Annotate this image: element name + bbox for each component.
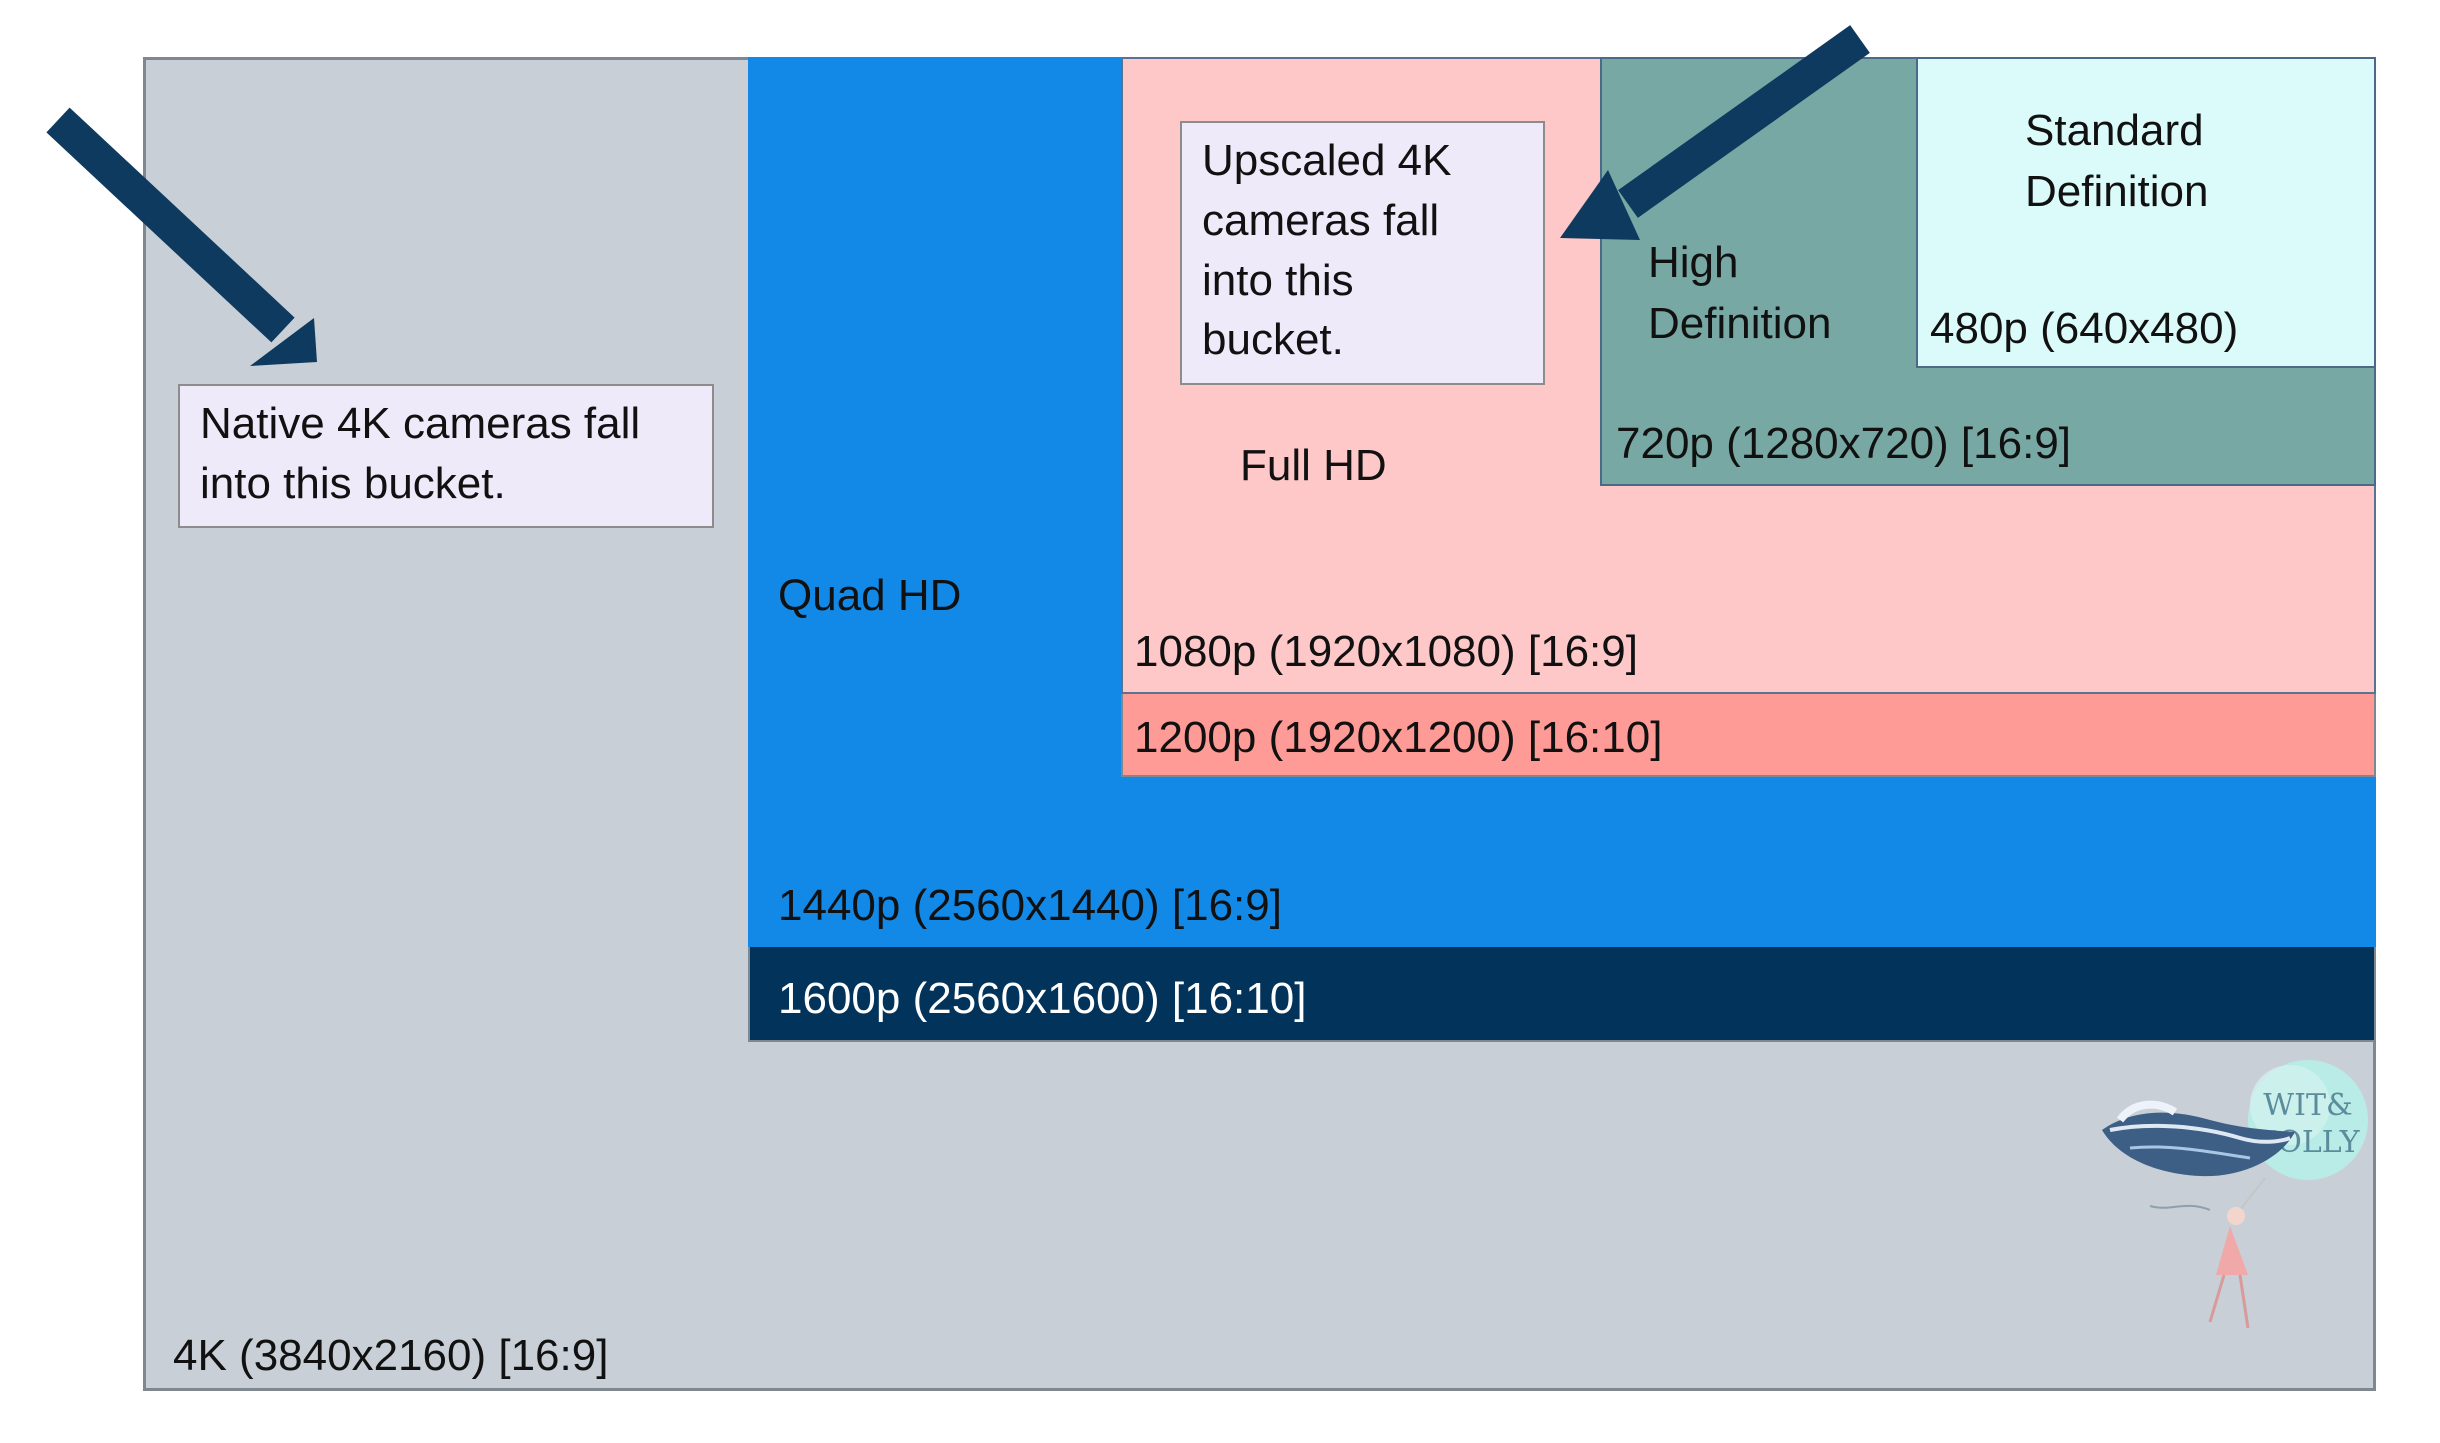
name-standard-definition-line-2: Definition	[2025, 167, 2209, 216]
native-4k-arrow-icon	[46, 107, 317, 366]
upscaled-4k-arrow-icon	[1560, 25, 1870, 240]
label-4k: 4K (3840x2160) [16:9]	[173, 1331, 609, 1380]
callout-native-line-2: into this bucket.	[200, 458, 506, 508]
callout-upscaled-line-4: bucket.	[1202, 315, 1344, 365]
name-high-definition-line-1: High	[1648, 238, 1739, 287]
callout-upscaled-line-1: Upscaled 4K	[1202, 136, 1452, 185]
label-1200p: 1200p (1920x1200) [16:10]	[1134, 713, 1663, 762]
label-720p: 720p (1280x720) [16:9]	[1616, 419, 2072, 468]
callout-upscaled-line-3: into this	[1202, 255, 1354, 305]
name-quad-hd: Quad HD	[778, 571, 962, 620]
label-1440p: 1440p (2560x1440) [16:9]	[778, 881, 1282, 930]
name-full-hd: Full HD	[1240, 441, 1387, 490]
name-high-definition-line-2: Definition	[1648, 299, 1832, 348]
callout-upscaled-4k: Upscaled 4K cameras fall into this bucke…	[1180, 121, 1545, 385]
wit-and-folly-logo-icon: WIT& FOLLY	[2102, 1060, 2368, 1329]
label-1600p: 1600p (2560x1600) [16:10]	[778, 974, 1307, 1023]
callout-native-4k: Native 4K cameras fall into this bucket.	[178, 384, 714, 528]
logo-text-line-1: WIT&	[2263, 1088, 2352, 1123]
label-480p: 480p (640x480)	[1930, 304, 2239, 353]
name-standard-definition-line-1: Standard	[2025, 106, 2204, 155]
resolution-480p-box	[1916, 57, 2376, 368]
callout-upscaled-line-2: cameras fall	[1202, 195, 1440, 245]
label-1080p: 1080p (1920x1080) [16:9]	[1134, 627, 1638, 676]
callout-native-line-1: Native 4K cameras fall	[200, 399, 641, 448]
